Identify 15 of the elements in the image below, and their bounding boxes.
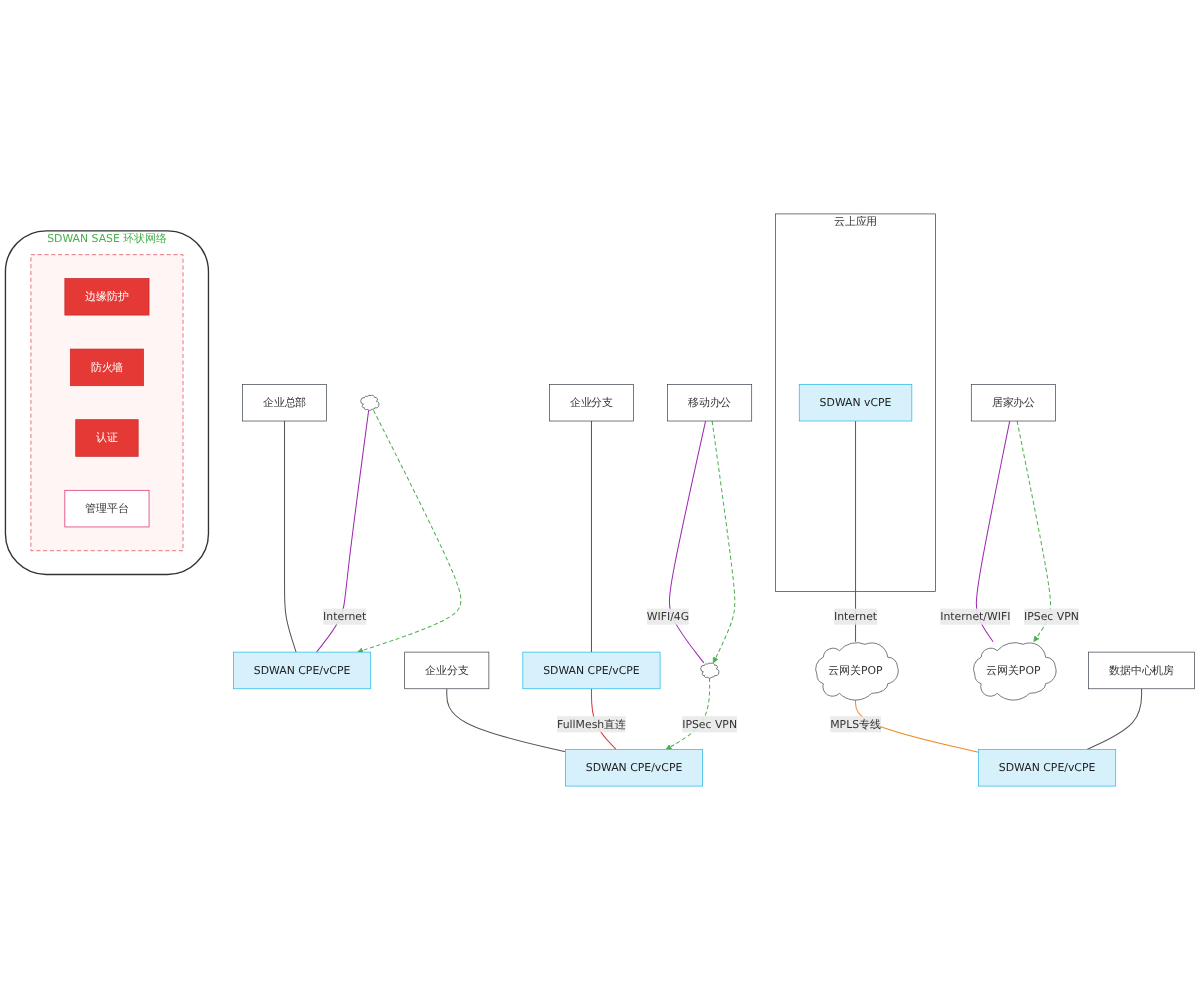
connector <box>446 688 566 753</box>
connector <box>590 420 592 653</box>
node-cloud <box>360 394 380 411</box>
node-cloud <box>700 662 720 679</box>
arrow <box>665 677 711 750</box>
arrow <box>711 420 736 664</box>
arrow <box>1016 420 1051 642</box>
cluster <box>30 254 184 552</box>
connector <box>1086 688 1143 750</box>
connector <box>668 420 707 664</box>
arrow <box>357 409 462 654</box>
connector <box>975 420 1011 643</box>
connector <box>855 420 857 643</box>
connector <box>284 420 297 653</box>
connector <box>316 409 370 653</box>
